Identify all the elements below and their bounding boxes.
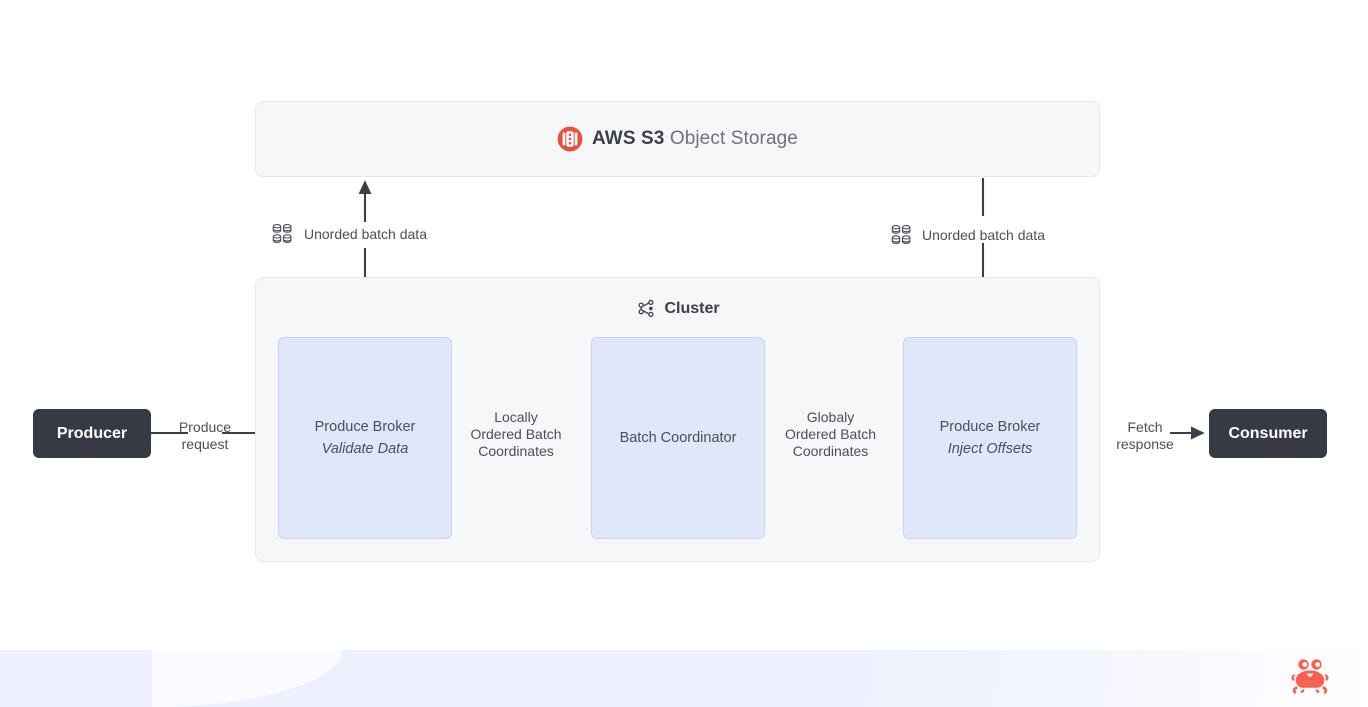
- network-nodes-icon: [638, 299, 654, 318]
- cluster-label: Cluster: [664, 299, 720, 317]
- aws-s3-brand: AWS S3: [592, 128, 665, 149]
- endpoint-producer-label: Producer: [56, 424, 128, 442]
- crab-logo: [1291, 659, 1329, 695]
- aws-s3-heading: AWS S3 Object Storage: [557, 126, 798, 152]
- node-title: Produce Broker: [314, 419, 416, 435]
- database-grid-icon-left: [272, 224, 292, 243]
- database-grid-icon-right: [891, 225, 911, 244]
- aws-s3-suffix: Object Storage: [664, 128, 798, 149]
- aws-s3-title: AWS S3 Object Storage: [592, 128, 798, 150]
- endpoint-consumer[interactable]: Consumer: [1209, 409, 1327, 458]
- endpoint-producer[interactable]: Producer: [33, 409, 151, 458]
- node-subtitle: Inject Offsets: [947, 441, 1033, 457]
- node-produce-broker-validate[interactable]: Produce Broker Validate Data: [278, 337, 452, 539]
- aws-s3-icon: [557, 126, 583, 152]
- node-title: Batch Coordinator: [619, 430, 737, 446]
- edge-label-produce-request: Produce request: [178, 419, 232, 452]
- node-title: Produce Broker: [939, 419, 1041, 435]
- edge-label-unordered-right: Unorded batch data: [922, 227, 1045, 243]
- node-produce-broker-inject[interactable]: Produce Broker Inject Offsets: [903, 337, 1077, 539]
- edge-label-unordered-left: Unorded batch data: [304, 226, 427, 242]
- endpoint-consumer-label: Consumer: [1228, 424, 1308, 442]
- node-subtitle: Validate Data: [321, 441, 409, 457]
- edge-label-fetch-response: Fetch response: [1116, 419, 1174, 452]
- node-batch-coordinator[interactable]: Batch Coordinator: [591, 337, 765, 539]
- edge-label-globaly-ordered: Globaly Ordered Batch Coordinates: [784, 409, 877, 459]
- cluster-header: Cluster: [256, 299, 1101, 318]
- aws-s3-panel: AWS S3 Object Storage: [255, 101, 1100, 177]
- edge-label-locally-ordered: Locally Ordered Batch Coordinates: [470, 409, 562, 459]
